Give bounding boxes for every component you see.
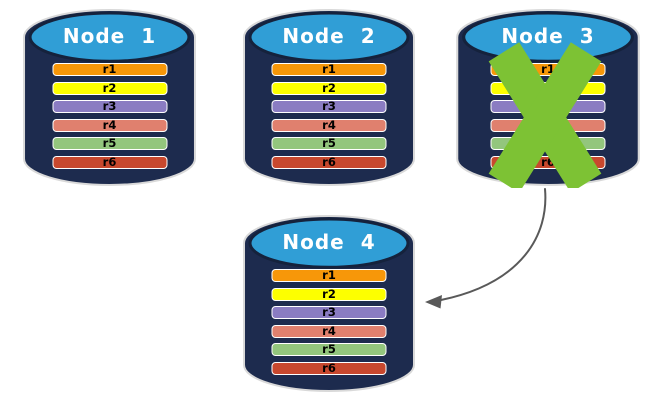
segment-r2: r2 [490, 81, 606, 95]
node-title: Node 3 [501, 24, 595, 48]
segment-r6: r6 [271, 361, 387, 375]
segment-r5: r5 [271, 137, 387, 150]
node-title: Node 1 [62, 24, 157, 48]
segment-r1: r1 [271, 63, 387, 76]
segment-r5: r5 [52, 137, 167, 150]
segment-r6: r6 [271, 155, 387, 169]
segment-stack: r1 r2 r3 r4 r5 r6 [271, 269, 387, 380]
failover-arrow-curve [440, 188, 547, 301]
segment-r2: r2 [52, 81, 167, 95]
segment-r5: r5 [490, 137, 606, 150]
segment-r3: r3 [271, 306, 387, 319]
node-4-cylinder: Node 4 r1 r2 r3 r4 r5 r6 [241, 213, 417, 394]
segment-r1: r1 [52, 63, 167, 76]
node-1-cylinder: Node 1 r1 r2 r3 r4 r5 r6 [21, 7, 198, 188]
segment-r4: r4 [271, 118, 387, 132]
node-2-cylinder: Node 2 r1 r2 r3 r4 r5 r6 [241, 7, 417, 188]
segment-r6: r6 [52, 155, 167, 169]
node-title: Node 2 [282, 24, 376, 48]
segment-r3: r3 [52, 100, 167, 113]
segment-stack: r1 r2 r3 r4 r5 r6 [271, 63, 387, 174]
segment-r4: r4 [52, 118, 167, 132]
cylinder-top [28, 11, 191, 63]
segment-r4: r4 [490, 118, 606, 132]
segment-r3: r3 [271, 100, 387, 113]
segment-r1: r1 [271, 269, 387, 282]
segment-r5: r5 [271, 343, 387, 356]
failover-arrow [425, 188, 547, 309]
cylinder-top [248, 217, 410, 269]
segment-r3: r3 [490, 100, 606, 113]
segment-stack: r1 r2 r3 r4 r5 r6 [490, 63, 606, 174]
segment-r6: r6 [490, 155, 606, 169]
node-3-cylinder: Node 3 r1 r2 r3 r4 r5 r6 [454, 7, 642, 188]
segment-r4: r4 [271, 324, 387, 338]
segment-r2: r2 [271, 81, 387, 95]
cylinder-top [248, 11, 410, 63]
segment-stack: r1 r2 r3 r4 r5 r6 [52, 63, 167, 174]
segment-r1: r1 [490, 63, 606, 76]
failover-arrowhead-icon [425, 295, 442, 309]
node-title: Node 4 [282, 230, 376, 254]
segment-r2: r2 [271, 287, 387, 301]
